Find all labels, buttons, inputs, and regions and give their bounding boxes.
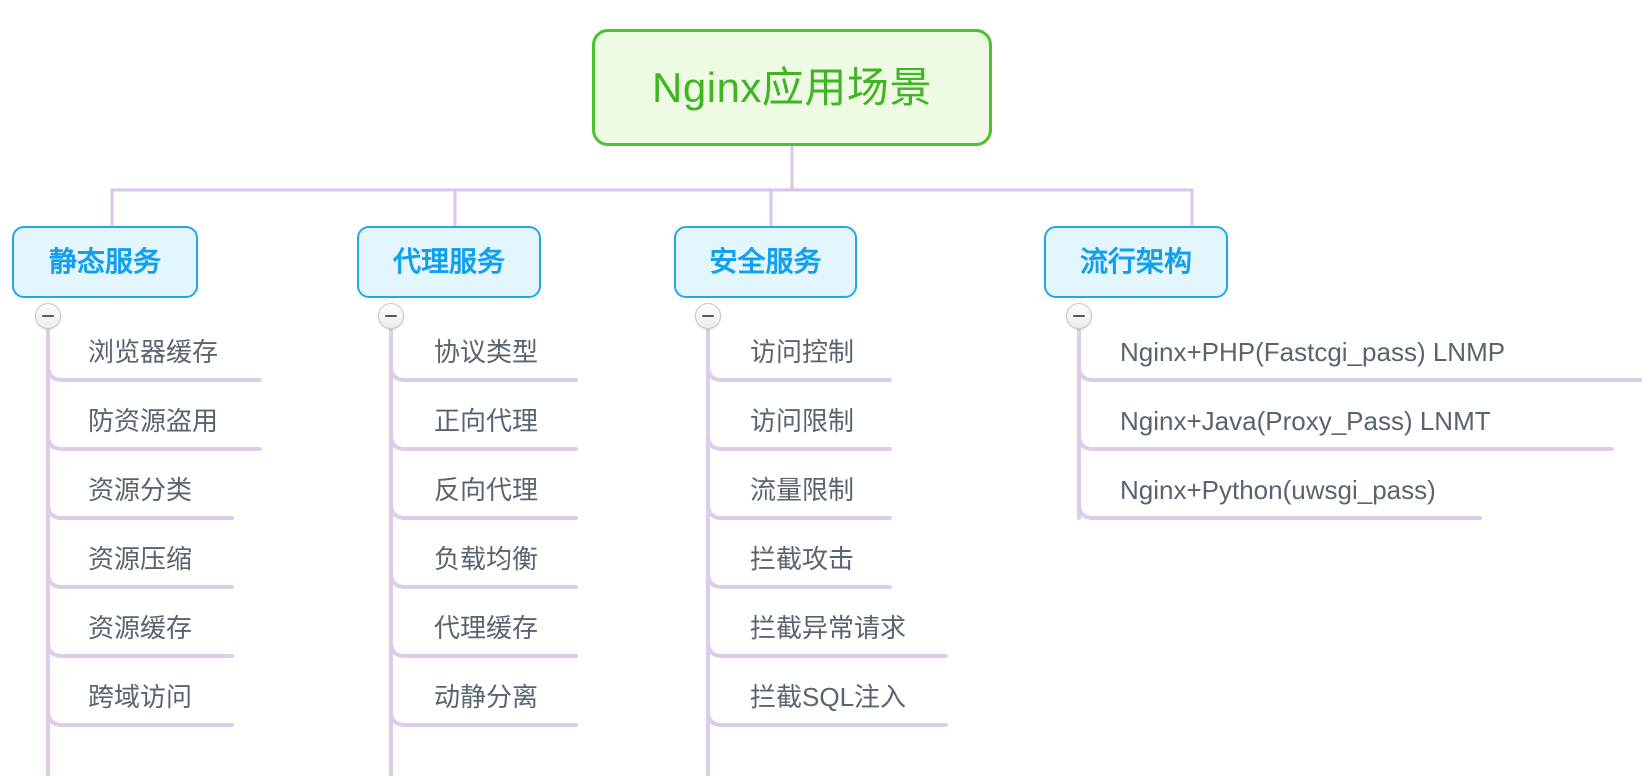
leaf-item[interactable]: 资源缓存 (88, 613, 193, 643)
root-node[interactable]: Nginx应用场景 (592, 29, 992, 146)
minus-bar (42, 314, 54, 318)
edge-leaf-1-4 (46, 571, 234, 589)
leaf-item[interactable]: 拦截SQL注入 (750, 682, 907, 712)
leaf-item[interactable]: 流量限制 (750, 475, 855, 505)
edge-leaf-3-5 (706, 640, 948, 658)
branch-node-label: 代理服务 (392, 246, 505, 277)
leaf-item[interactable]: 访问限制 (750, 406, 855, 436)
leaf-item[interactable]: 代理缓存 (434, 613, 539, 643)
minus-bar (385, 314, 397, 318)
leaf-item[interactable]: Nginx+PHP(Fastcgi_pass) LNMP (1120, 337, 1506, 367)
edge-leaf-1-3 (46, 502, 234, 520)
edge-leaf-3-3 (706, 502, 892, 520)
edge-leaf-3-4 (706, 571, 892, 589)
branch-node-popular-architecture[interactable]: 流行架构 (1044, 226, 1228, 298)
leaf-item[interactable]: 负载均衡 (434, 544, 539, 574)
leaf-item[interactable]: 防资源盗用 (88, 406, 219, 436)
minus-bar (702, 314, 714, 318)
edge-leaf-2-6 (389, 709, 578, 727)
edge-leaf-3-6 (706, 709, 948, 727)
leaf-item[interactable]: 资源压缩 (88, 544, 193, 574)
leaf-item[interactable]: 反向代理 (434, 475, 539, 505)
branch-node-label: 安全服务 (709, 246, 822, 277)
edge-leaf-2-2 (389, 433, 578, 451)
edge-leaf-1-2 (46, 433, 262, 451)
leaf-item[interactable]: 协议类型 (434, 337, 539, 367)
edge-leaf-2-3 (389, 502, 578, 520)
edge-leaf-1-6 (46, 709, 234, 727)
edge-leaf-1-1 (46, 364, 262, 382)
edge-leaf-4-3 (1077, 502, 1482, 520)
edge-leaf-1-5 (46, 640, 234, 658)
leaf-item[interactable]: 拦截攻击 (750, 544, 855, 574)
leaf-item[interactable]: 正向代理 (434, 406, 539, 436)
edge-leaf-2-1 (389, 364, 578, 382)
branch-node-label: 流行架构 (1079, 246, 1192, 277)
branch-node-label: 静态服务 (48, 246, 161, 277)
edge-leaf-2-5 (389, 640, 578, 658)
edge-leaf-3-2 (706, 433, 892, 451)
edge-leaf-4-2 (1077, 433, 1614, 451)
edge-leaf-2-4 (389, 571, 578, 589)
leaf-item[interactable]: 跨域访问 (88, 682, 193, 712)
branch-node-static-service[interactable]: 静态服务 (12, 226, 198, 298)
leaf-item[interactable]: 浏览器缓存 (88, 337, 219, 367)
minus-circle-icon[interactable] (35, 303, 61, 329)
root-node-label: Nginx应用场景 (652, 63, 932, 111)
edge-leaf-4-1 (1077, 364, 1642, 382)
leaf-item[interactable]: 访问控制 (750, 337, 855, 367)
minus-circle-icon[interactable] (1066, 303, 1092, 329)
branch-node-proxy-service[interactable]: 代理服务 (357, 226, 541, 298)
leaf-item[interactable]: Nginx+Java(Proxy_Pass) LNMT (1120, 406, 1491, 436)
minus-circle-icon[interactable] (695, 303, 721, 329)
branch-node-security-service[interactable]: 安全服务 (674, 226, 857, 298)
edge-leaf-3-1 (706, 364, 892, 382)
leaf-item[interactable]: 动静分离 (434, 682, 539, 712)
leaf-item[interactable]: Nginx+Python(uwsgi_pass) (1120, 475, 1436, 505)
leaf-item[interactable]: 资源分类 (88, 475, 193, 505)
minus-bar (1073, 314, 1085, 318)
leaf-item[interactable]: 拦截异常请求 (750, 613, 907, 643)
minus-circle-icon[interactable] (378, 303, 404, 329)
